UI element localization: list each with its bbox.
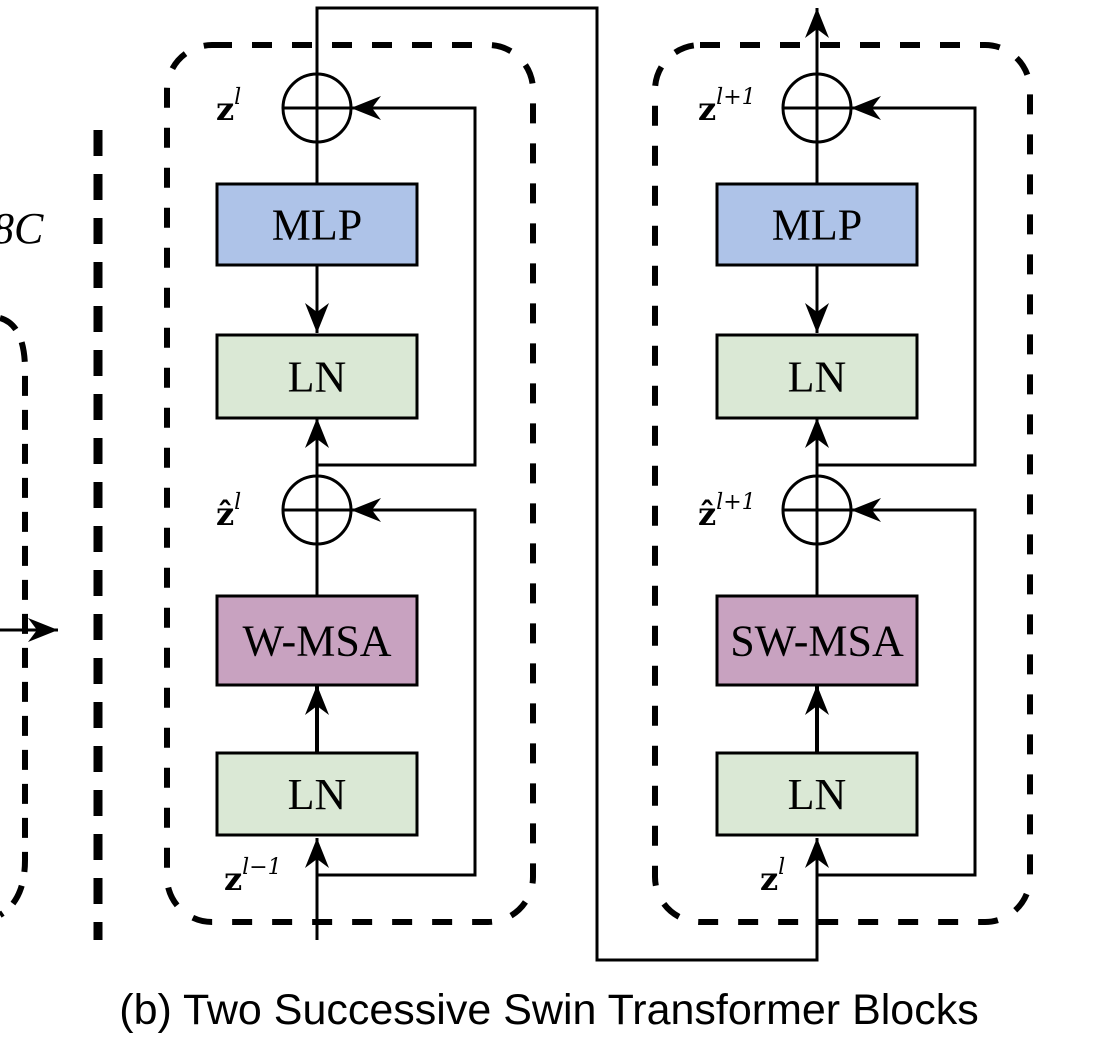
- left-stage-dashed-border: [0, 315, 28, 918]
- block2-box-mlp: MLP: [715, 182, 919, 267]
- block2-box-label: MLP: [772, 201, 862, 250]
- block1-box-attn: W-MSA: [215, 594, 419, 687]
- block1-residual-2: [317, 96, 477, 467]
- block2-box-label: LN: [788, 353, 847, 402]
- block2-box-label: LN: [788, 770, 847, 819]
- block1-box-mlp: MLP: [215, 182, 419, 267]
- block2-box-ln_top: LN: [715, 333, 919, 420]
- block1-box-ln_top: LN: [215, 333, 419, 420]
- add-circle-icon: [781, 72, 853, 144]
- swin-block-1: MLP LN W-MSA LN zl ẑl zl−1: [215, 72, 477, 898]
- block1-label-mid: ẑl: [216, 490, 241, 533]
- block2-box-ln_bottom: LN: [715, 751, 919, 837]
- block-connector-line: [315, 6, 829, 962]
- block1-label-in: zl−1: [224, 855, 282, 898]
- caption: (b) Two Successive Swin Transformer Bloc…: [119, 986, 978, 1034]
- left-partial-label: 8C: [0, 204, 44, 253]
- add-circle-icon: [281, 72, 353, 144]
- block1-box-label: W-MSA: [242, 617, 391, 666]
- block1-box-ln_bottom: LN: [215, 751, 419, 837]
- block2-label-out: zl+1: [698, 85, 756, 128]
- block1-box-label: MLP: [272, 201, 362, 250]
- swin-block-2: MLP LN SW-MSA LN zl+1 ẑl+1 zl: [698, 72, 977, 898]
- block1-box-label: LN: [288, 770, 347, 819]
- add-circle-icon: [281, 474, 353, 546]
- block2-box-label: SW-MSA: [730, 617, 904, 666]
- block2-residual-2: [817, 96, 977, 467]
- block2-box-attn: SW-MSA: [715, 594, 919, 687]
- block2-residual-1: [817, 498, 977, 877]
- block1-residual-1: [317, 498, 477, 877]
- block2-dashed-border: [652, 42, 1033, 925]
- block1-dashed-border: [164, 42, 536, 925]
- block1-box-label: LN: [288, 353, 347, 402]
- block1-label-out: zl: [216, 85, 241, 128]
- block2-label-mid: ẑl+1: [698, 490, 756, 533]
- add-circle-icon: [781, 474, 853, 546]
- block2-label-in: zl: [760, 855, 785, 898]
